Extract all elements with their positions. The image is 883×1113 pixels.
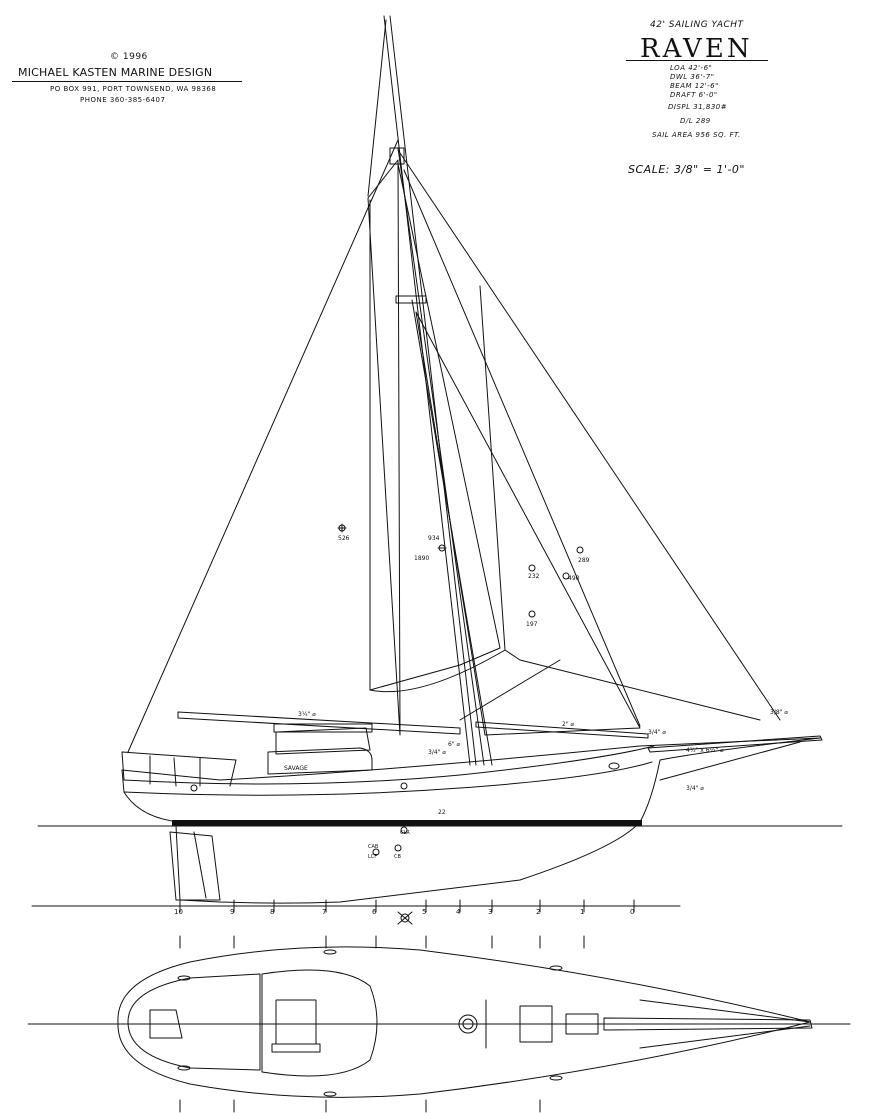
spec-displacement: DISPL 31,830#	[668, 103, 728, 111]
plan-station-ticks	[179, 935, 585, 1113]
drawing-scale: SCALE: 3/8" = 1'-0"	[628, 163, 745, 176]
tiller	[149, 1009, 183, 1039]
label-lcf: LCF	[368, 854, 377, 860]
main-boom	[177, 711, 461, 735]
label-232: 232	[528, 573, 540, 580]
station-6: 6	[372, 908, 377, 916]
spec-draft: DRAFT 6'-0"	[670, 91, 718, 99]
station-10: 10	[174, 908, 183, 916]
deckhouse-plan	[261, 969, 378, 1077]
label-mast-dia: 6" ⌀	[448, 741, 460, 748]
firm-name: MICHAEL KASTEN MARINE DESIGN	[18, 66, 213, 79]
spec-sail-area: SAIL AREA 956 SQ. FT.	[652, 131, 741, 139]
station-4: 4	[456, 908, 461, 916]
label-934: 934	[428, 535, 440, 542]
label-197: 197	[526, 621, 538, 628]
mast	[383, 15, 493, 766]
forward-hatch	[519, 1005, 553, 1043]
label-clr: CLR	[400, 830, 410, 836]
jib-luff	[397, 149, 781, 721]
station-3: 3	[488, 908, 492, 916]
yacht-subtitle: 42' SAILING YACHT	[650, 20, 744, 30]
staysail	[415, 311, 641, 736]
label-490: 490	[568, 575, 580, 582]
spec-dwl: DWL 36'-7"	[670, 73, 715, 81]
label-289: 289	[578, 557, 590, 564]
deck-outline	[117, 946, 811, 1098]
firm-underline	[12, 81, 242, 82]
companionway	[275, 999, 317, 1045]
station-0: 0	[630, 908, 634, 916]
bobstay	[659, 741, 801, 781]
spec-loa: LOA 42'-6"	[670, 64, 713, 72]
mast-step	[458, 1014, 478, 1034]
firm-address: PO BOX 991, PORT TOWNSEND, WA 98368	[50, 85, 217, 93]
label-1890: 1890	[414, 555, 429, 562]
station-numbers: 10 9 8 7 6 5 4 3 2 1 0	[174, 908, 634, 916]
yacht-name-underline	[626, 60, 768, 61]
label-526: 526	[338, 535, 350, 542]
stern-rail	[121, 751, 237, 787]
label-cab: CAB	[368, 844, 379, 850]
cockpit-coaming	[127, 973, 261, 1071]
bowsprit-plan	[603, 1017, 813, 1031]
spec-beam: BEAM 12'-6"	[670, 82, 719, 90]
topmast-stay	[367, 19, 387, 197]
label-forestay: 3/8" ⌀	[770, 709, 788, 716]
jib-boom	[475, 721, 649, 739]
crosstree	[395, 295, 427, 304]
spec-dl-ratio: D/L 289	[680, 117, 711, 125]
label-bowsprit: 4½" x 6½" ⌀	[686, 747, 724, 754]
backstay	[127, 139, 399, 753]
deckhouse	[267, 747, 373, 775]
boot-stripe	[172, 820, 642, 826]
station-1: 1	[580, 908, 584, 916]
porthole	[400, 782, 408, 790]
deck-cleats	[177, 949, 563, 1097]
label-fitting-b: 3/4" ⌀	[648, 729, 666, 736]
station-9: 9	[230, 908, 234, 916]
windlass	[565, 1013, 599, 1035]
label-fitting-a: 3/4" ⌀	[428, 749, 446, 756]
firm-phone: PHONE 360-385-6407	[80, 96, 166, 104]
station-2: 2	[536, 908, 540, 916]
label-boom-main: 3¼" ⌀	[298, 711, 316, 718]
mainsail	[369, 163, 501, 691]
copyright-text: © 1996	[110, 52, 148, 62]
jib-leech	[403, 169, 641, 727]
bowsprit	[647, 735, 823, 753]
label-deckhouse-name: SAVAGE	[284, 765, 308, 772]
station-ticks	[179, 899, 635, 913]
rudder	[169, 831, 221, 901]
label-bobstay: 3/4" ⌀	[686, 785, 704, 792]
label-cb: CB	[394, 854, 401, 860]
station-7: 7	[322, 908, 326, 916]
station-8: 8	[270, 908, 274, 916]
label-dwl-mark: 22	[438, 809, 446, 816]
yacht-name: RAVEN	[640, 34, 753, 64]
masthead-fitting	[389, 147, 405, 165]
label-boom-jib: 2" ⌀	[562, 721, 574, 728]
keel	[175, 825, 637, 904]
porthole	[190, 784, 198, 792]
centroid-markers	[337, 523, 584, 856]
midship-symbol	[397, 911, 413, 925]
mainsail-leech	[369, 285, 506, 693]
topsail	[367, 159, 401, 736]
porthole	[608, 762, 620, 770]
station-5: 5	[422, 908, 426, 916]
sheer-line	[123, 745, 655, 785]
